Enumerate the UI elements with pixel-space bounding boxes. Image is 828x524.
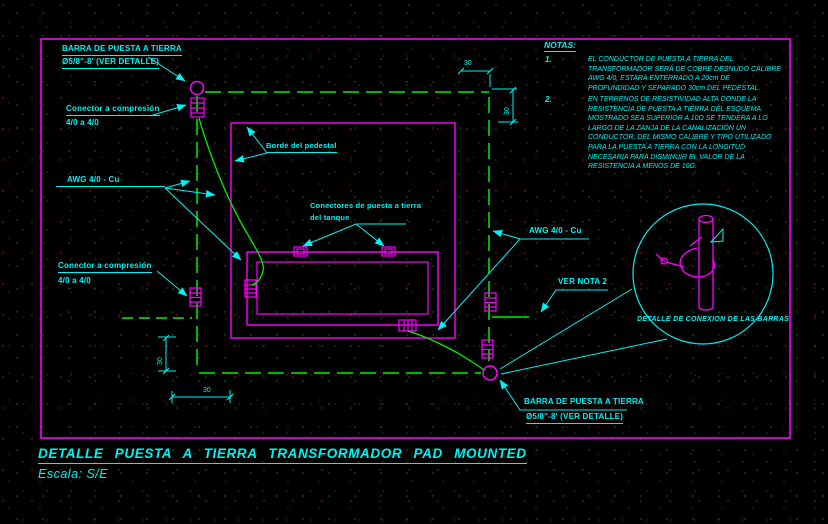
leader-barra-bottom <box>499 379 627 411</box>
note-line: NECESARIA PARA DISMINUIR EL VALOR DE LA <box>588 153 745 161</box>
label-barra-top-line2: Ø5/8"-8' (VER DETALLE) <box>62 57 160 69</box>
tank-top-connector-1 <box>293 246 308 257</box>
note-line: EN TERRENOS DE RESISTIVIDAD ALTA DONDE L… <box>588 96 757 103</box>
tank-bottom-connector <box>398 319 417 332</box>
tank-top-connector-2 <box>381 246 396 257</box>
label-awg-left: AWG 4/0 - Cu <box>56 175 165 187</box>
compression-connector-bottom-right <box>481 339 494 359</box>
ground-wire-tank-to-rod <box>407 330 485 371</box>
label-conectores-tanque-line1: Conectores de puesta a tierra <box>310 201 422 210</box>
dim-text-bottom: 30 <box>203 387 211 394</box>
pedestal-outline <box>230 122 456 339</box>
detail-circle <box>632 203 774 345</box>
label-conector-left-line1: Conector a compresión <box>58 261 152 273</box>
note-line: PARA LA PUESTA A TIERRA CON LA LONGITUD <box>588 143 746 151</box>
label-barra-bottom-line1: BARRA DE PUESTA A TIERRA <box>524 397 644 406</box>
label-detalle-barras: DETALLE DE CONEXION DE LAS BARRAS <box>637 316 790 323</box>
compression-connector-right <box>484 292 497 312</box>
label-awg-right: AWG 4/0 - Cu <box>529 226 582 235</box>
label-conector-top-line2: 4/0 a 4/0 <box>66 118 99 127</box>
label-conectores-tanque-line2: del tanque <box>310 213 350 222</box>
note-line: EL CONDUCTOR DE PUESTA A TIERRA DEL <box>588 56 734 63</box>
leader-barra-top <box>147 56 186 82</box>
leader-awg-left-3 <box>164 187 242 261</box>
note-2-number: 2. <box>545 95 552 104</box>
note-line: LARGO DE LA ZANJA DE LA CANALIZACIÓN UN <box>588 124 746 132</box>
ground-loop-conductor <box>196 91 490 374</box>
leader-ver-nota-2 <box>540 289 608 313</box>
label-ver-nota-2: VER NOTA 2 <box>558 277 608 286</box>
label-conector-left-line2: 4/0 a 4/0 <box>58 276 91 285</box>
ground-rod-bottom-right <box>482 365 498 381</box>
drawing-scale: Escala: S/E <box>38 467 109 481</box>
note-1-number: 1. <box>545 55 552 64</box>
leader-conectores-tanque-1 <box>302 223 406 247</box>
ground-wire-rod-to-tank <box>198 117 264 286</box>
dimension-bottom-30 <box>168 390 234 403</box>
note-line: CONDUCTOR, DEL MISMO CALIBRE Y TIPO UTIL… <box>588 134 772 142</box>
compression-connector-top-left <box>190 97 205 118</box>
detail-ground-rod <box>698 214 714 311</box>
leader-conectores-tanque-2 <box>355 223 385 247</box>
dim-text-right: 30 <box>504 107 511 115</box>
detail-conductor-flag <box>709 227 724 243</box>
leader-conector-top <box>149 103 187 117</box>
note-line: RESISTENCIA DE PUESTA A TIERRA DEL ESQUE… <box>588 105 762 113</box>
ground-rod-top-left <box>189 80 205 96</box>
note-line: MOSTRADO SEA SUPERIOR A 10Ω SE TENDERA A… <box>588 115 768 123</box>
note-line: PROFUNDIDAD Y SEPARADO 30cm DEL PEDESTAL… <box>588 84 761 92</box>
dimension-right-30 <box>492 86 518 126</box>
dimension-left-30 <box>158 334 176 375</box>
tank-left-connector <box>244 279 257 298</box>
leader-awg-left-1 <box>164 179 191 189</box>
detail-callout-line-2 <box>500 338 668 375</box>
notes-heading: NOTAS: <box>544 40 576 52</box>
dim-text-left: 30 <box>157 357 164 365</box>
dim-text-top: 30 <box>464 60 472 67</box>
leader-borde-1 <box>246 126 268 154</box>
dimension-top-30 <box>457 67 494 87</box>
detail-callout-line-1 <box>499 288 633 370</box>
compression-connector-left <box>189 287 202 307</box>
note-line: AWG 4/0, ESTARA ENTERRADO A 20cm DE <box>588 75 731 83</box>
leader-conector-left <box>156 270 188 297</box>
tank-inner-outline <box>256 261 429 315</box>
drawing-title: DETALLE PUESTA A TIERRA TRANSFORMADOR PA… <box>38 446 527 464</box>
detail-rod-clamp <box>655 236 716 278</box>
note-line: RESISTENCIA A MENOS DE 10Ω. <box>588 163 697 171</box>
leader-awg-left-2 <box>164 187 216 198</box>
note-2-text: EN TERRENOS DE RESISTIVIDAD ALTA DONDE L… <box>588 95 772 172</box>
label-barra-top-line1: BARRA DE PUESTA A TIERRA <box>62 44 182 56</box>
label-barra-bottom-line2: Ø5/8"-8' (VER DETALLE) <box>526 412 624 424</box>
note-1-text: EL CONDUCTOR DE PUESTA A TIERRA DEL TRAN… <box>588 55 781 93</box>
note-line: TRANSFORMADOR SERÁ DE COBRE DESNUDO CALI… <box>588 65 781 73</box>
leader-awg-right-2 <box>437 238 521 331</box>
leader-borde-2 <box>234 152 268 163</box>
drawing-frame <box>40 38 791 439</box>
label-borde-pedestal: Borde del pedestal <box>266 141 337 153</box>
label-conector-top-line1: Conector a compresión <box>66 104 160 116</box>
